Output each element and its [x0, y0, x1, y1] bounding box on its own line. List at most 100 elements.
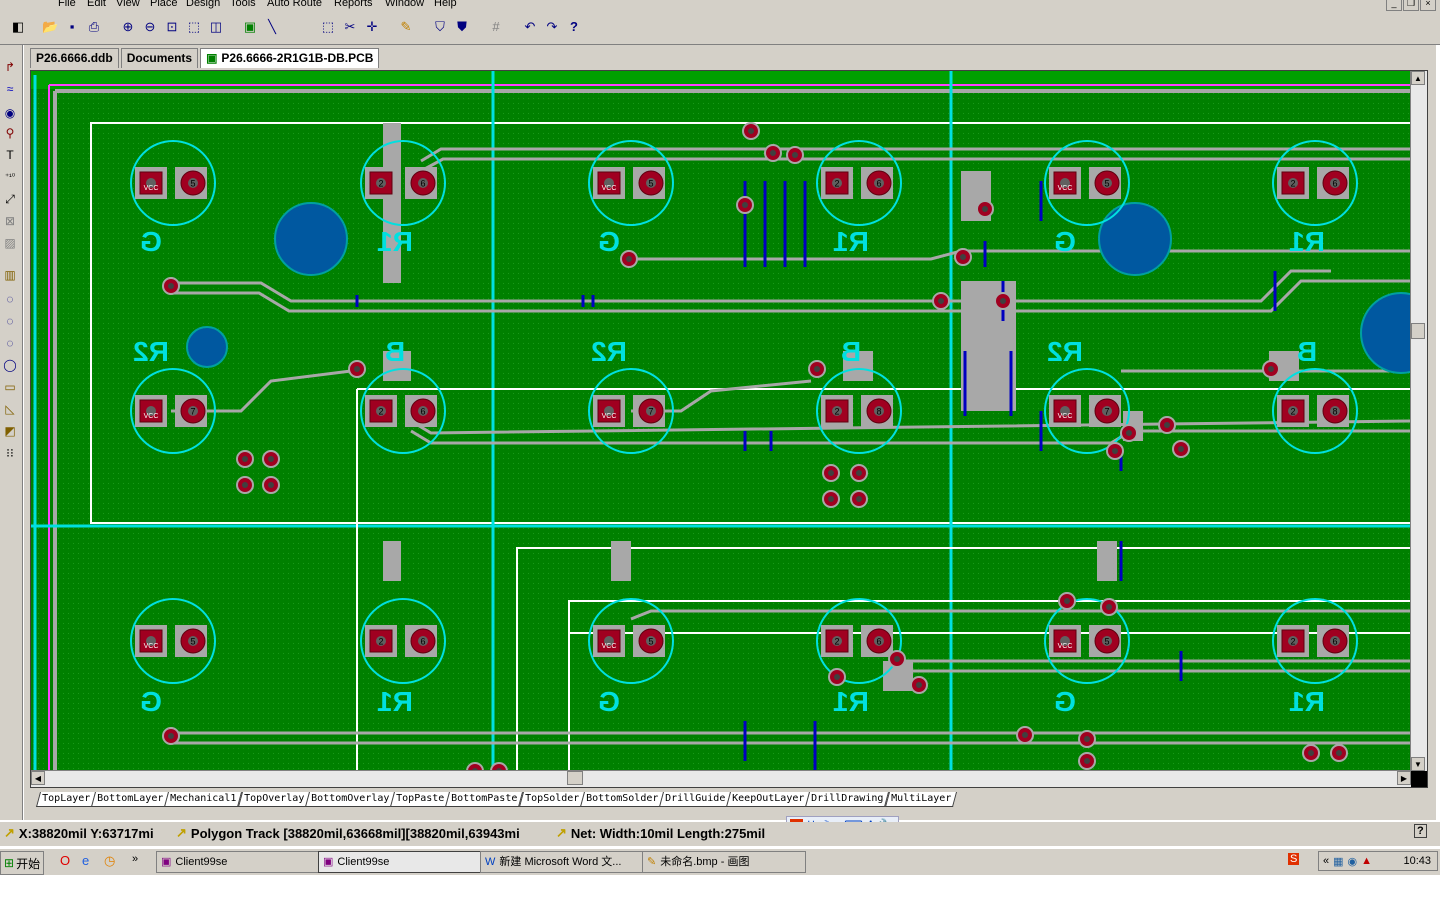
minimize-button[interactable]: _: [1386, 0, 1402, 11]
arc-track-icon[interactable]: ≈: [6, 82, 14, 96]
tab-pcb[interactable]: ▣P26.6666-2R1G1B-DB.PCB: [200, 48, 380, 68]
pad-number: 8: [1332, 407, 1337, 417]
menu-view[interactable]: View: [116, 0, 140, 9]
track-bottom-3: [630, 609, 1411, 621]
split-plane-icon[interactable]: ◩: [4, 424, 16, 438]
start-button[interactable]: ⊞ 开始: [0, 851, 45, 875]
status-help-icon[interactable]: ?: [1414, 824, 1427, 838]
menu-auto-route[interactable]: Auto Route: [267, 0, 323, 9]
ie-icon[interactable]: e: [82, 853, 90, 868]
library-icon[interactable]: ⛉: [435, 19, 445, 34]
quicklaunch-more-icon[interactable]: »: [132, 853, 139, 865]
close-button[interactable]: ×: [1420, 0, 1436, 11]
network-icon[interactable]: ▦: [1333, 855, 1344, 868]
vcc-label: VCC: [144, 643, 159, 650]
print-icon[interactable]: ⎙: [88, 19, 100, 34]
menu-edit[interactable]: Edit: [87, 0, 106, 9]
zoom-last-icon[interactable]: ◫: [209, 19, 223, 34]
scroll-right-arrow[interactable]: ▶: [1397, 771, 1411, 785]
layer-tab-toppaste[interactable]: TopPaste: [390, 792, 451, 807]
grid-icon[interactable]: #: [492, 19, 500, 34]
tab-documents[interactable]: Documents: [120, 48, 199, 68]
layer-tab-bottompaste[interactable]: BottomPaste: [445, 792, 524, 807]
layer-tab-topoverlay[interactable]: TopOverlay: [237, 792, 310, 807]
zoom-out-icon[interactable]: ⊖: [144, 19, 156, 34]
layer-tab-mechanical1[interactable]: Mechanical1: [164, 792, 243, 807]
magic-wand-icon[interactable]: ✎: [400, 19, 412, 34]
select-area-icon[interactable]: ⬚: [321, 19, 335, 34]
layer-tab-topsolder[interactable]: TopSolder: [518, 792, 585, 807]
place-string-icon[interactable]: T: [6, 148, 14, 162]
array-paste-icon[interactable]: ⁝⁝: [6, 446, 14, 460]
sogou-tray-icon[interactable]: S: [1288, 853, 1300, 865]
layer-tab-keepoutlayer[interactable]: KeepOutLayer: [726, 792, 811, 807]
opera-icon[interactable]: O: [60, 853, 71, 868]
layer-tab-drilldrawing[interactable]: DrillDrawing: [805, 792, 890, 807]
menu-window[interactable]: Window: [385, 0, 425, 9]
arc-center-icon[interactable]: ◌: [6, 292, 14, 306]
place-fill-icon[interactable]: ▭: [4, 380, 16, 394]
polygon-plane-icon[interactable]: ◺: [5, 402, 15, 416]
place-room-icon[interactable]: ▨: [4, 236, 16, 250]
cross-probe-icon[interactable]: ╲: [268, 19, 276, 34]
cross-select-icon[interactable]: ✂: [344, 19, 356, 34]
scroll-down-arrow[interactable]: ▼: [1411, 757, 1425, 771]
horizontal-scroll-thumb[interactable]: [567, 771, 583, 785]
redo-icon[interactable]: ↷: [546, 19, 558, 34]
place-component-icon[interactable]: ▣: [243, 19, 257, 34]
menu-reports[interactable]: Reports: [334, 0, 373, 9]
restore-button[interactable]: ❐: [1403, 0, 1419, 11]
horizontal-scrollbar[interactable]: ◀ ▶: [31, 770, 1411, 787]
task-client99se-1[interactable]: ▣ Client99se: [156, 851, 320, 873]
tray-expand-icon[interactable]: «: [1323, 855, 1330, 867]
arc-edge-icon[interactable]: ◌: [6, 314, 14, 328]
design-manager-icon[interactable]: ◧: [11, 19, 25, 34]
layer-tab-bottomsolder[interactable]: BottomSolder: [579, 792, 664, 807]
interactive-route-icon[interactable]: ↱: [4, 60, 16, 74]
tab-ddb[interactable]: P26.6666.ddb: [30, 48, 119, 68]
task-client99se-2[interactable]: ▣ Client99se: [318, 851, 482, 873]
place-origin-icon[interactable]: ⊠: [4, 214, 16, 228]
pcb-file-icon: ▣: [206, 51, 218, 65]
clock-icon[interactable]: ◷: [104, 853, 116, 868]
zoom-fit-icon[interactable]: ⊡: [166, 19, 178, 34]
via-hole: [1022, 732, 1028, 738]
full-circle-icon[interactable]: ◯: [3, 358, 17, 372]
vertical-scroll-thumb[interactable]: [1411, 323, 1425, 339]
layer-tab-drillguide[interactable]: DrillGuide: [658, 792, 732, 807]
place-component-tool-icon[interactable]: ▥: [4, 268, 16, 282]
zoom-in-icon[interactable]: ⊕: [122, 19, 134, 34]
volume-icon[interactable]: ◉: [1347, 855, 1358, 868]
scroll-up-arrow[interactable]: ▲: [1411, 71, 1425, 85]
vertical-scrollbar[interactable]: ▲ ▼: [1410, 71, 1427, 771]
place-dimension-icon[interactable]: ⤢: [5, 192, 15, 206]
layer-tab-bottomoverlay[interactable]: BottomOverlay: [304, 792, 396, 807]
open-icon[interactable]: 📂: [42, 19, 59, 34]
menu-file[interactable]: File: [58, 0, 76, 9]
component-outline: [360, 368, 446, 454]
menu-design[interactable]: Design: [186, 0, 221, 9]
menu-tools[interactable]: Tools: [230, 0, 256, 9]
layer-tab-multilayer[interactable]: MultiLayer: [884, 792, 957, 807]
layer-tab-bottomlayer[interactable]: BottomLayer: [91, 792, 170, 807]
mounting-hole: [1098, 202, 1172, 276]
menu-help[interactable]: Help: [434, 0, 457, 9]
layer-tab-toplayer[interactable]: TopLayer: [35, 792, 97, 807]
undo-icon[interactable]: ↶: [524, 19, 536, 34]
save-icon[interactable]: ▪: [69, 19, 75, 34]
place-coordinate-icon[interactable]: ⁺¹⁰: [4, 172, 16, 181]
move-icon[interactable]: ✛: [366, 19, 378, 34]
place-via-icon[interactable]: ⚲: [5, 126, 15, 140]
zoom-area-icon[interactable]: ⬚: [187, 19, 201, 34]
help-icon[interactable]: ?: [570, 19, 578, 34]
security-icon[interactable]: ▲: [1361, 855, 1373, 867]
task-word[interactable]: W 新建 Microsoft Word 文...: [480, 851, 644, 873]
task-paint[interactable]: ✎ 未命名.bmp - 画图: [642, 851, 806, 873]
place-pad-icon[interactable]: ◉: [4, 106, 16, 120]
menu-place[interactable]: Place: [150, 0, 178, 9]
scroll-left-arrow[interactable]: ◀: [31, 771, 45, 785]
arc-any-icon[interactable]: ◌: [6, 336, 14, 350]
browse-icon[interactable]: ⛊: [457, 19, 467, 34]
